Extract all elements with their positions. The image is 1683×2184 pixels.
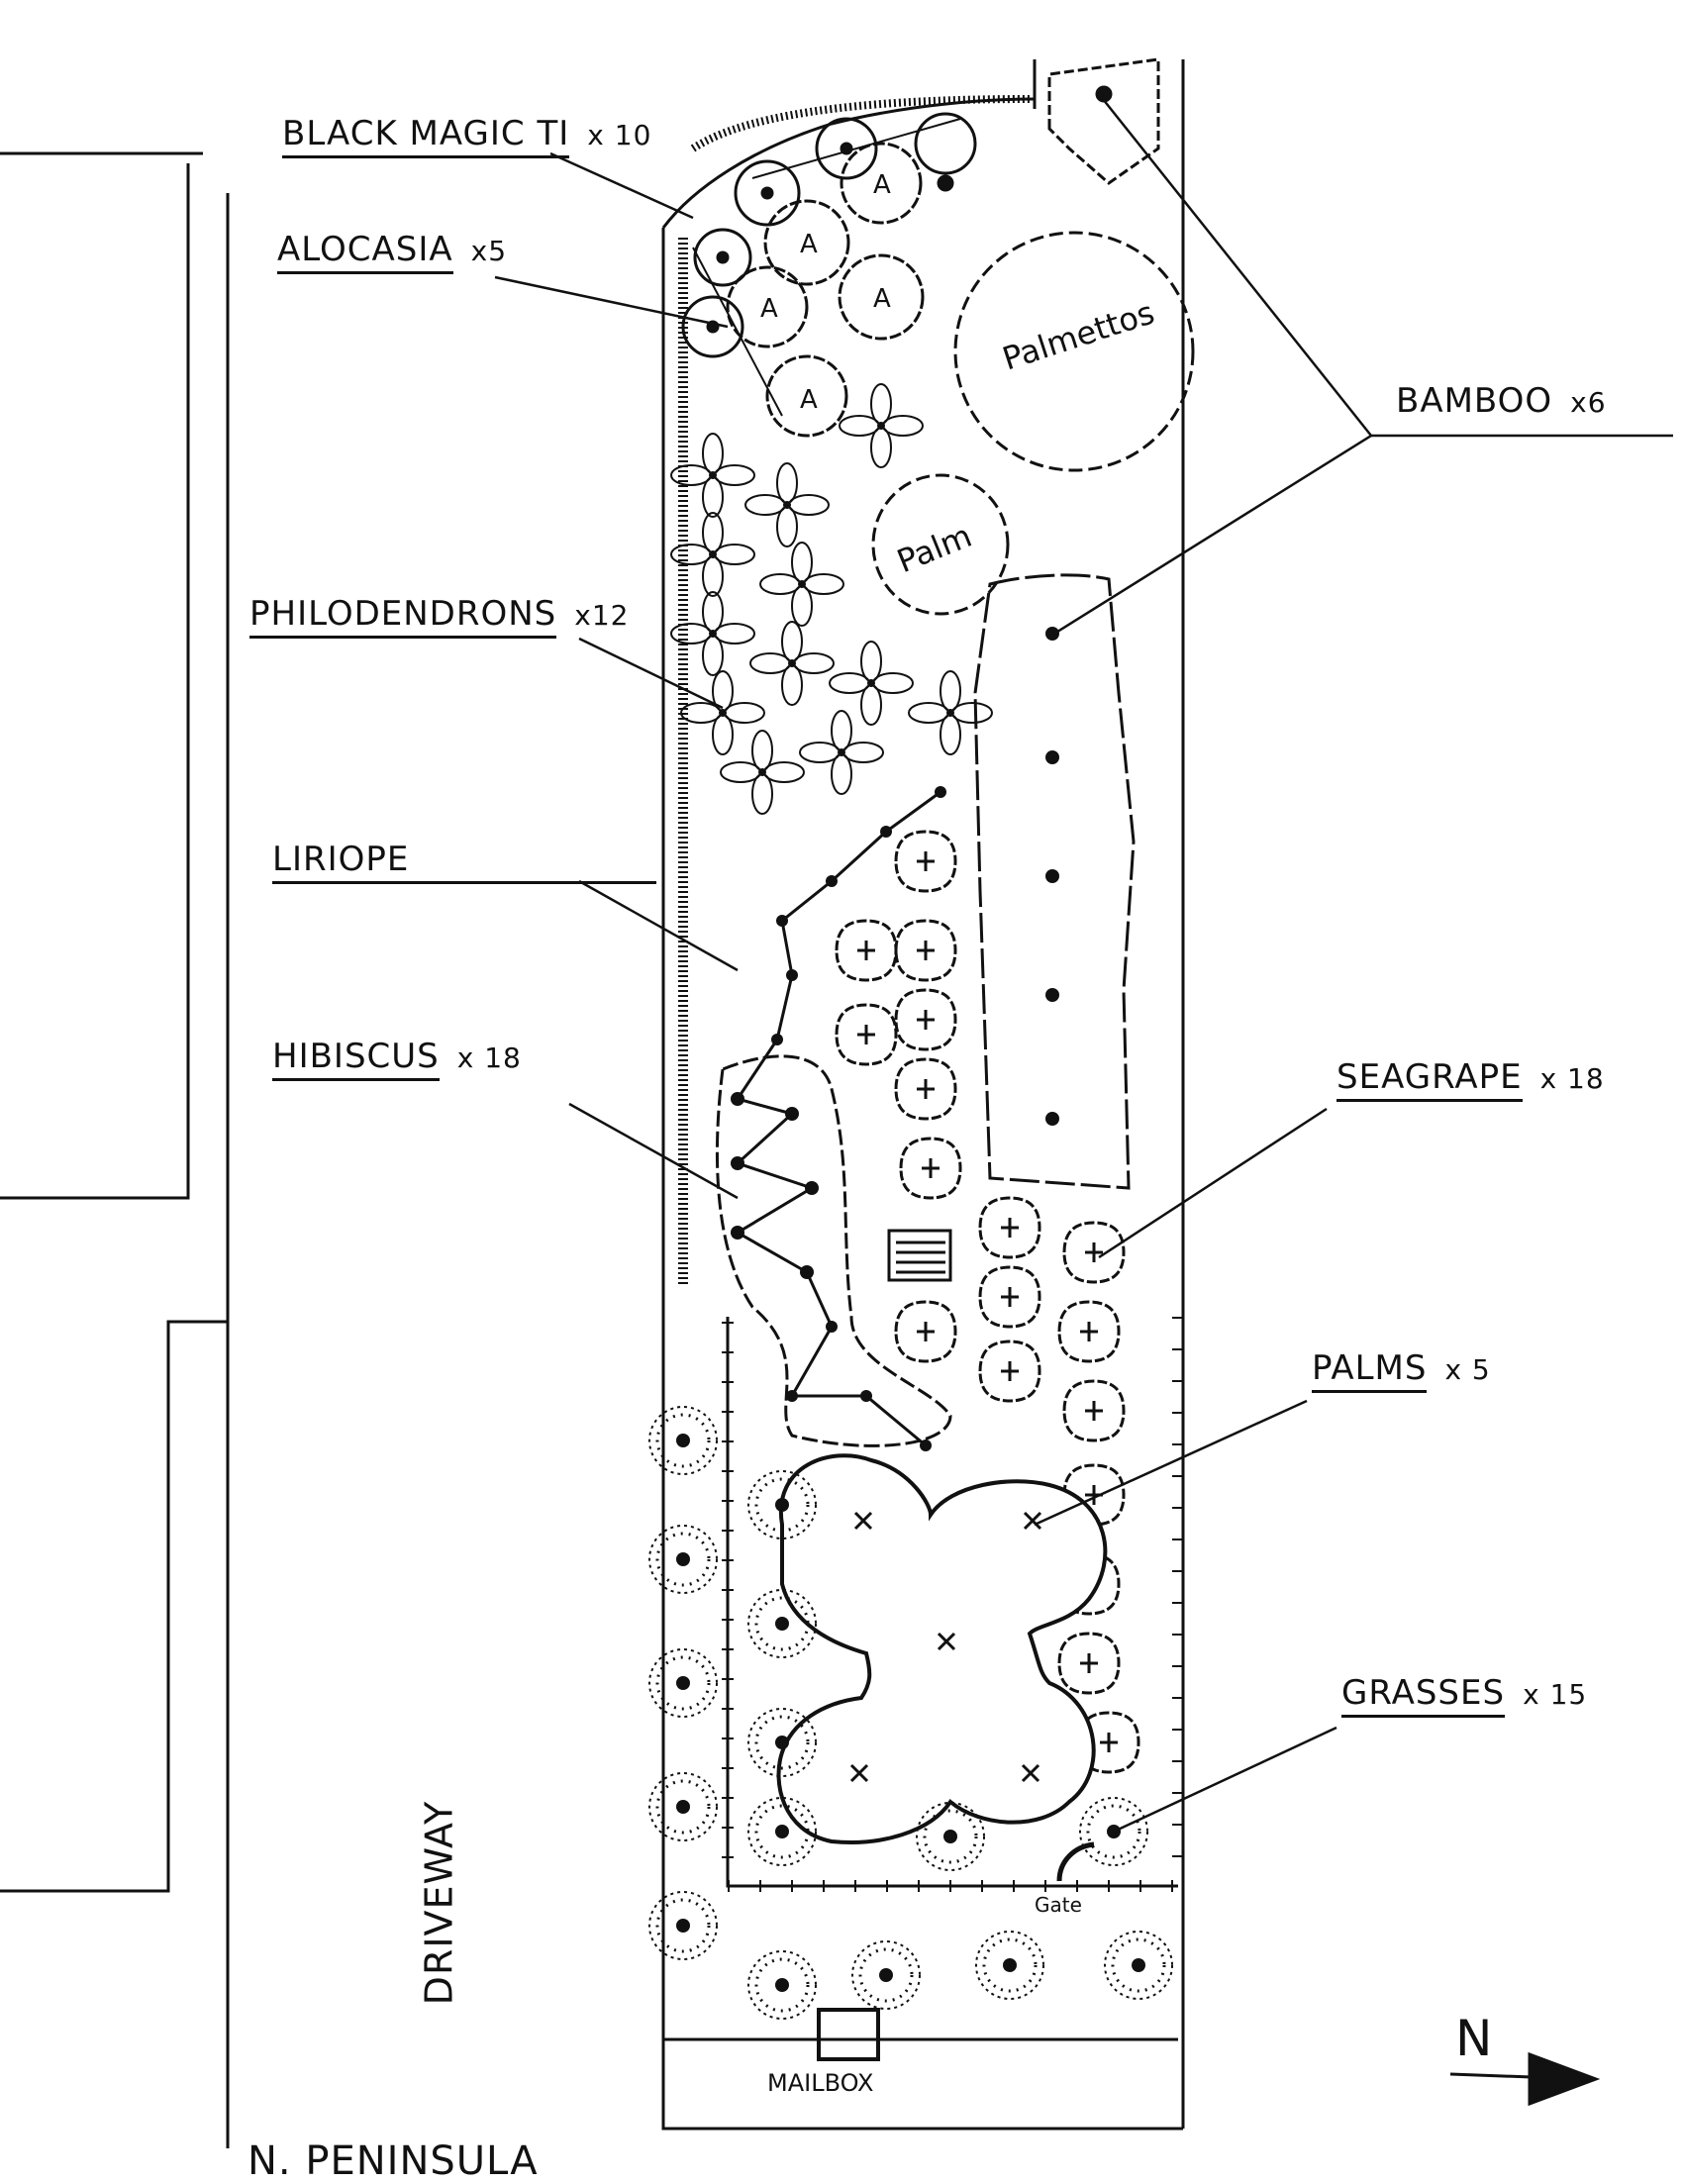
callout-name: PHILODENDRONS: [249, 594, 557, 639]
svg-text:A: A: [760, 294, 778, 324]
callout-qty: x5: [470, 235, 508, 267]
callout-name: PALMS: [1312, 1348, 1428, 1393]
svg-text:A: A: [800, 230, 818, 259]
callout-philodendrons: PHILODENDRONS x12: [249, 594, 629, 639]
fence-line: [722, 1317, 1184, 1892]
svg-text:A: A: [800, 385, 818, 415]
callout-qty: x 10: [587, 119, 652, 151]
callout-qty: x6: [1570, 386, 1607, 419]
alocasia-markers: A A A A A: [760, 170, 891, 415]
hibiscus-plants: [731, 786, 946, 1451]
callout-name: HIBISCUS: [272, 1037, 440, 1081]
gate-symbol: [1056, 1841, 1095, 1882]
callout-name: GRASSES: [1341, 1673, 1506, 1718]
black-magic-ti-cluster: [681, 112, 977, 417]
callout-black-magic-ti: BLACK MAGIC TI x 10: [282, 114, 651, 158]
palm-canopy-upper: [871, 473, 1010, 616]
callout-name: BLACK MAGIC TI: [282, 114, 570, 158]
callout-leader-lines: [494, 93, 1673, 1834]
callout-name: SEAGRAPE: [1336, 1057, 1523, 1102]
mailbox-label: MAILBOX: [767, 2069, 874, 2097]
callout-alocasia: ALOCASIA x5: [277, 230, 507, 274]
callout-qty: x 5: [1444, 1353, 1491, 1386]
callout-hibiscus: HIBISCUS x 18: [272, 1037, 522, 1081]
callout-palms: PALMS x 5: [1312, 1348, 1491, 1393]
hibiscus-zigzag-hedge: [715, 790, 952, 1447]
callout-name: LIRIOPE: [272, 840, 657, 884]
bed-edge-hatching: [678, 95, 1031, 1287]
callout-name: BAMBOO: [1396, 381, 1553, 421]
gate-label: Gate: [1035, 1893, 1082, 1917]
callout-grasses: GRASSES x 15: [1341, 1673, 1587, 1718]
callout-qty: x12: [574, 599, 630, 632]
bench-feature: [887, 1229, 952, 1282]
north-arrow-icon: [1449, 2051, 1601, 2107]
svg-text:A: A: [873, 170, 891, 200]
north-label: N: [1455, 2010, 1494, 2067]
bamboo-plants: [1045, 627, 1059, 1126]
callout-liriope: LIRIOPE: [272, 840, 657, 884]
callout-qty: x 18: [456, 1042, 522, 1074]
callout-bamboo: BAMBOO x6: [1396, 381, 1607, 423]
driveway-label: DRIVEWAY: [417, 1800, 461, 2006]
palmettos-canopy: [953, 231, 1195, 472]
palm-markers: [849, 1511, 1042, 1783]
callout-qty: x 15: [1523, 1678, 1588, 1711]
neighbor-building-outlines: [0, 151, 230, 2148]
callout-qty: x 18: [1539, 1062, 1605, 1095]
svg-text:A: A: [873, 284, 891, 314]
alocasia-cluster: [726, 142, 925, 438]
callout-seagrape: SEAGRAPE x 18: [1336, 1057, 1605, 1102]
mailbox-symbol: [817, 2008, 880, 2061]
street-label: N. PENINSULA: [248, 2138, 539, 2184]
palms-canopy: [776, 1453, 1108, 1844]
callout-name: ALOCASIA: [277, 230, 453, 274]
bamboo-bed: [973, 573, 1136, 1190]
philodendrons-cluster: [670, 383, 993, 815]
bamboo-clump-top: [1047, 57, 1160, 185]
